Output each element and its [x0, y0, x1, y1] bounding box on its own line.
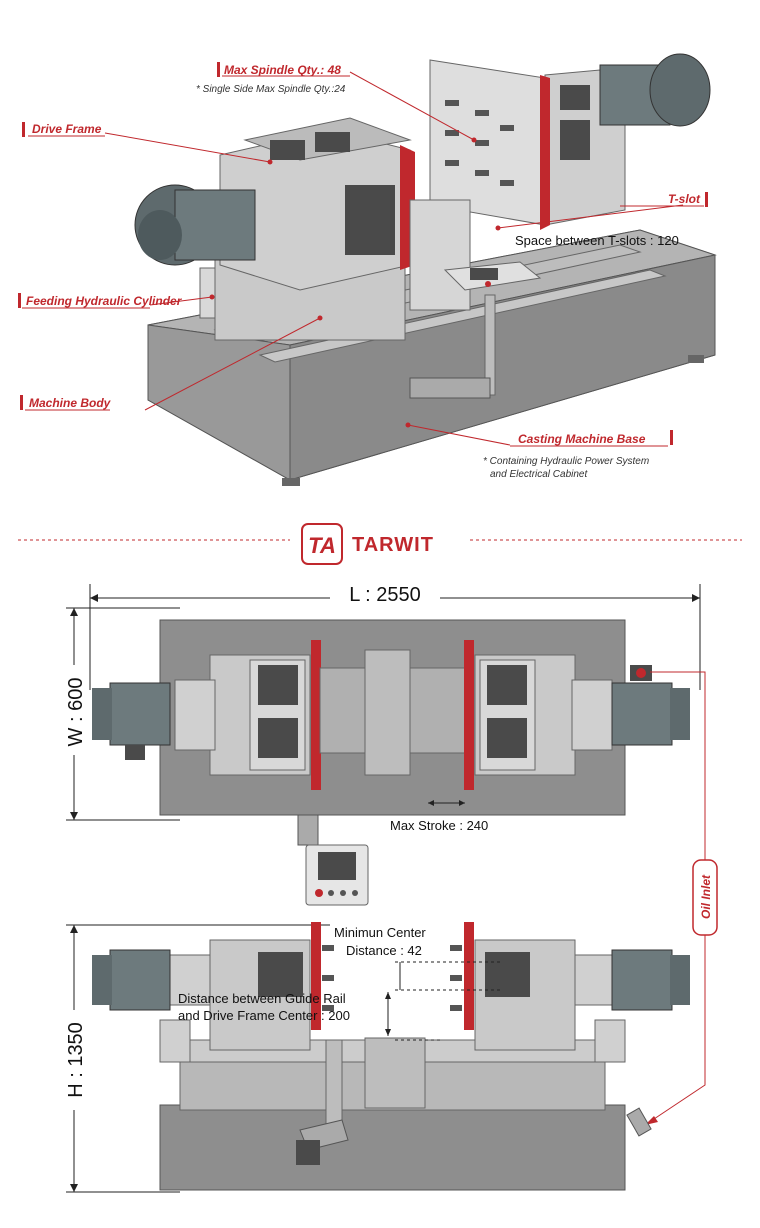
- logo-mark: TA: [308, 533, 336, 558]
- isometric-view: Max Spindle Qty.: 48 * Single Side Max S…: [18, 53, 717, 486]
- oil-inlet-label: Oil Inlet: [699, 874, 713, 919]
- max-spindle-label: Max Spindle Qty.: 48: [224, 63, 341, 77]
- casting-base-label: Casting Machine Base: [518, 432, 646, 446]
- brand-name: TARWIT: [352, 534, 434, 556]
- drive-frame-label: Drive Frame: [32, 122, 102, 136]
- min-center-label-1: Minimun Center: [334, 925, 426, 940]
- top-view: L : 2550 W : 600: [60, 583, 701, 906]
- casting-note-2: and Electrical Cabinet: [490, 469, 588, 480]
- machine-body-label: Machine Body: [29, 396, 112, 410]
- t-slot-label: T-slot: [668, 192, 701, 206]
- min-center-label-2: Distance : 42: [346, 943, 422, 958]
- tarwit-logo-icon: [301, 523, 343, 565]
- t-slot-space-label: Space between T-slots : 120: [515, 233, 679, 248]
- casting-note-1: * Containing Hydraulic Power System: [483, 456, 649, 467]
- feeding-cylinder-label: Feeding Hydraulic Cylinder: [26, 294, 183, 308]
- brand-divider: TA TARWIT: [18, 523, 742, 565]
- max-spindle-note: * Single Side Max Spindle Qty.:24: [196, 84, 346, 95]
- guide-rail-label-2: and Drive Frame Center : 200: [178, 1008, 350, 1023]
- length-dimension: L : 2550: [349, 584, 421, 606]
- side-view: H : 1350: [60, 671, 718, 1193]
- guide-rail-label-1: Distance between Guide Rail: [178, 991, 346, 1006]
- width-dimension: W : 600: [65, 678, 87, 747]
- max-stroke-label: Max Stroke : 240: [390, 818, 488, 833]
- height-dimension: H : 1350: [65, 1022, 87, 1098]
- oil-inlet-badge: [692, 859, 718, 936]
